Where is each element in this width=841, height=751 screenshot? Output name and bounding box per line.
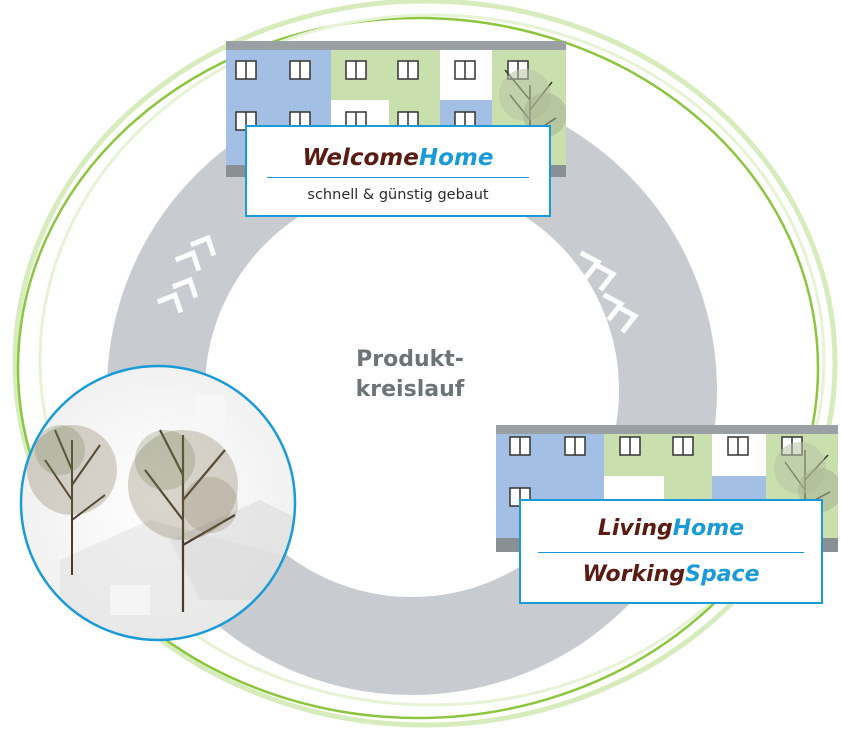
brand-part-home-2: Home: [672, 516, 745, 541]
chevrons-icon: [156, 234, 217, 314]
brand-part-working: Working: [582, 562, 686, 587]
tree-icon: [128, 429, 238, 612]
label-divider: [538, 552, 804, 553]
center-title-line2: kreislauf: [355, 377, 465, 402]
welcome-home-subtitle: schnell & günstig gebaut: [307, 187, 489, 203]
working-space-brand: WorkingSpace: [521, 563, 821, 587]
tree-icon: [27, 425, 117, 575]
living-working-label: LivingHome WorkingSpace: [519, 499, 823, 604]
cycle-center-title: Produkt- kreislauf: [300, 345, 520, 405]
chevrons-icon: [579, 250, 639, 334]
welcome-home-label: WelcomeHome schnell & günstig gebaut: [245, 125, 551, 217]
living-home-brand: LivingHome: [521, 517, 821, 541]
outer-orbit: [12, 0, 838, 728]
brand-part-home: Home: [418, 145, 494, 171]
brand-part-welcome: Welcome: [302, 145, 419, 171]
brand-part-living: Living: [597, 516, 673, 541]
brand-part-space: Space: [685, 562, 760, 587]
label-divider: [267, 177, 529, 178]
welcome-home-brand: WelcomeHome: [247, 146, 549, 170]
trees-circle: [19, 364, 297, 642]
center-title-line1: Produkt-: [356, 347, 464, 372]
